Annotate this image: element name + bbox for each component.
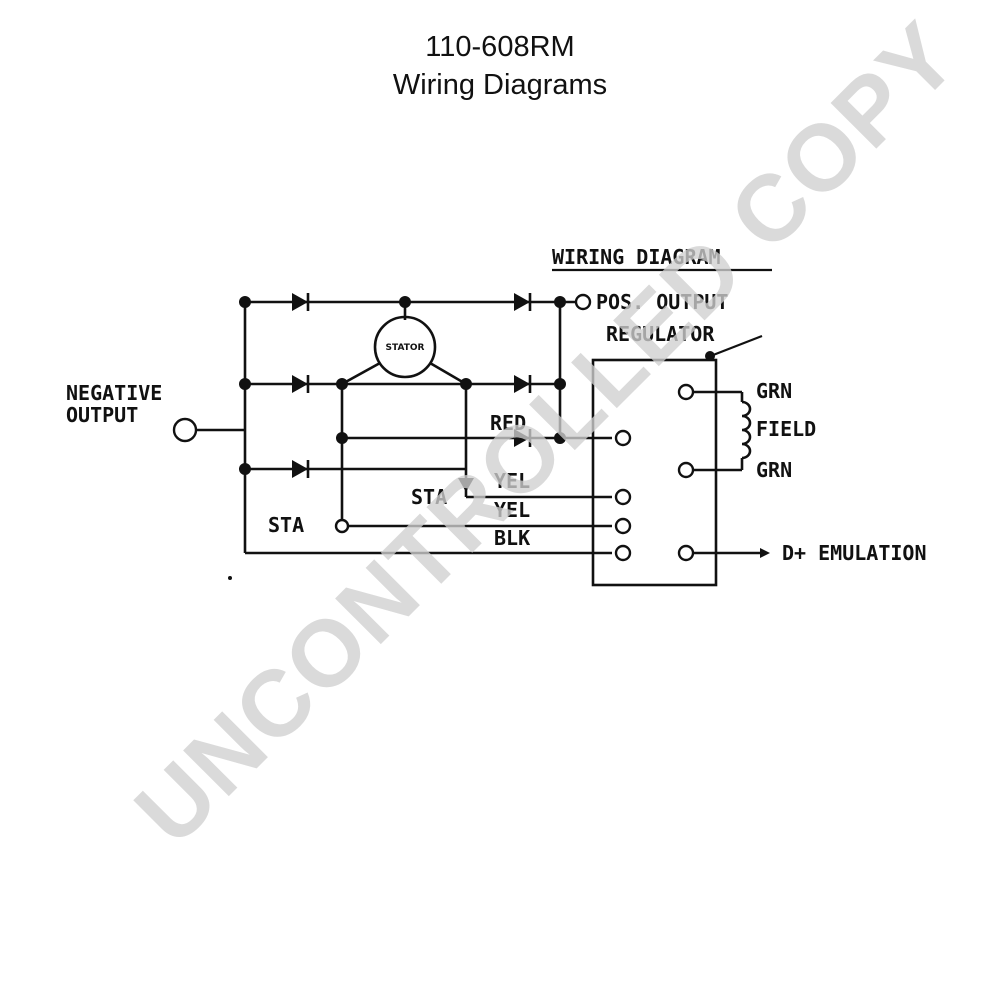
diode-red [514, 429, 530, 447]
reg-terminal-yel-1 [614, 488, 632, 506]
regulator-leader [707, 334, 763, 359]
stator-left-lead [341, 361, 381, 386]
pos-output-terminal [574, 293, 592, 311]
junction-dot [460, 378, 472, 390]
grn-top-label: GRN [756, 379, 792, 403]
d-plus-arrow [760, 548, 770, 558]
junction-dot [554, 296, 566, 308]
diode-top-right [514, 293, 530, 311]
junction-dot [239, 296, 251, 308]
sta-mid-label: STA [411, 485, 447, 509]
junction-dot [336, 432, 348, 444]
regulator-label: REGULATOR [606, 322, 715, 346]
reg-terminal-grn-top [677, 383, 695, 401]
field-coil [741, 400, 752, 460]
red-label: RED [490, 411, 526, 435]
negative-label-line2: OUTPUT [66, 403, 138, 427]
junction-dot [554, 432, 566, 444]
blk-label: BLK [494, 526, 530, 550]
reg-terminal-red [614, 429, 632, 447]
sta-left-terminal [334, 518, 350, 534]
page-header: 110-608RM Wiring Diagrams [0, 28, 1000, 104]
page-title: Wiring Diagrams [392, 69, 608, 101]
model-number: 110-608RM [425, 31, 575, 63]
junction-dots [239, 296, 566, 475]
diagram-heading: WIRING DIAGRAM [552, 245, 721, 269]
reg-terminal-grn-bottom [677, 461, 695, 479]
reg-terminal-yel-2 [614, 517, 632, 535]
diode-row3 [292, 460, 308, 478]
diode-sta-mid [458, 478, 474, 492]
stator-symbol [373, 315, 437, 379]
regulator-leader-dot [705, 351, 715, 361]
grn-bottom-label: GRN [756, 458, 792, 482]
junction-dot [554, 378, 566, 390]
junction-dot [239, 378, 251, 390]
diode-row2-right [514, 375, 530, 393]
reg-terminal-d-plus [677, 544, 695, 562]
yel-label-1: YEL [494, 469, 530, 493]
pos-output-label: POS. OUTPUT [596, 290, 728, 314]
diode-top-left [292, 293, 308, 311]
d-plus-label: D+ EMULATION [782, 541, 927, 565]
junction-dot [399, 296, 411, 308]
reg-terminal-blk [614, 544, 632, 562]
stator-label: STATOR [386, 343, 425, 353]
junction-dot [239, 463, 251, 475]
diode-row2-left [292, 375, 308, 393]
junction-dot [336, 378, 348, 390]
sta-left-label: STA [268, 513, 304, 537]
stray-mark [228, 576, 232, 580]
yel-label-2: YEL [494, 498, 530, 522]
negative-label-line1: NEGATIVE [66, 381, 162, 405]
regulator-box [591, 358, 718, 587]
negative-output-terminal [172, 417, 198, 443]
field-label: FIELD [756, 417, 816, 441]
stator-right-lead [429, 361, 467, 386]
